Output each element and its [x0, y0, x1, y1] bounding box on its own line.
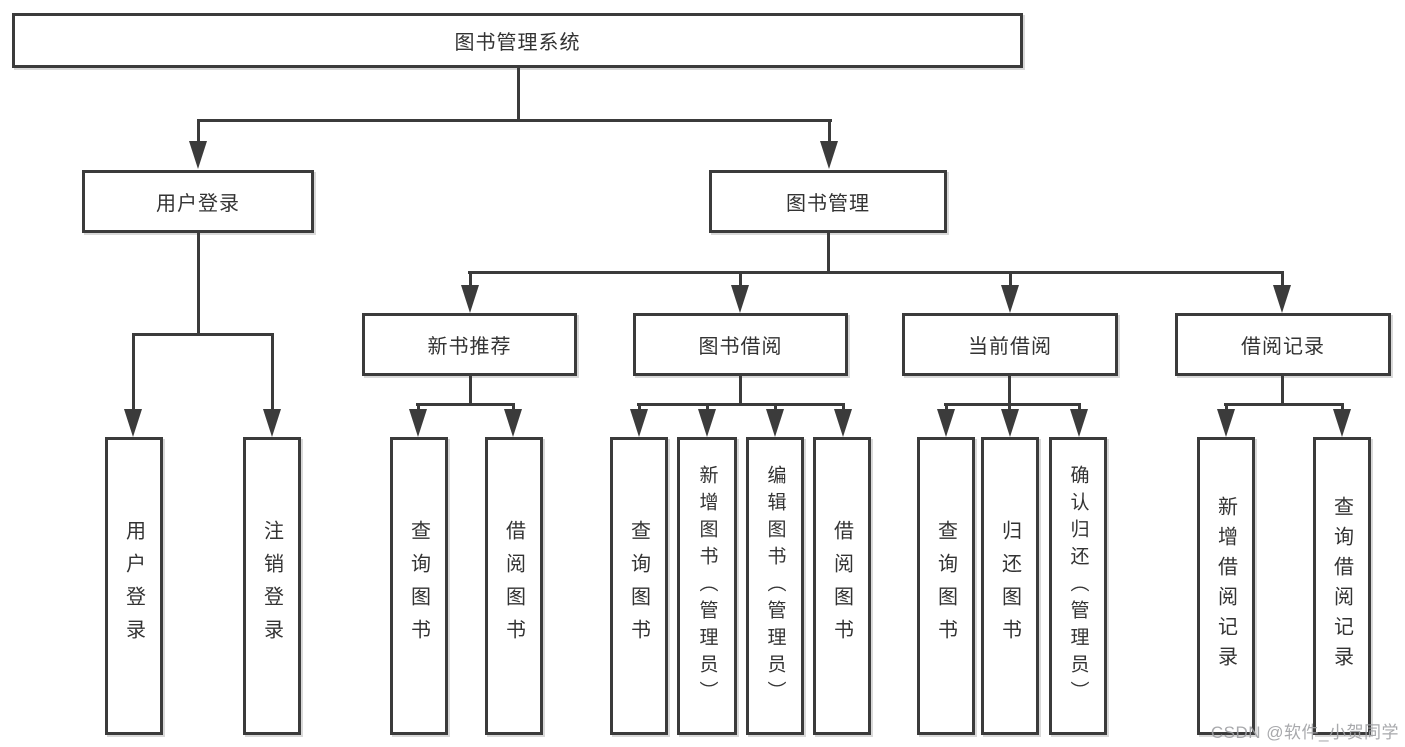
leaf-logout: 注销登录 [243, 437, 301, 735]
node-root: 图书管理系统 [12, 13, 1023, 68]
connector-to-book-borrowing [739, 271, 742, 288]
leaf-return-books: 归还图书 [981, 437, 1039, 735]
arrowhead-book-management [820, 141, 838, 169]
connector-to-new-book-recommend [469, 271, 472, 288]
arrowhead-leaf-confirm-return [1070, 409, 1088, 437]
watermark: CSDN @软件_小贺同学 [1210, 723, 1399, 742]
connector-to-leaf-edit-books [774, 403, 777, 412]
arrowhead-leaf-borrow-books-recommend [504, 409, 522, 437]
connector-to-leaf-borrow-books-recommend [512, 403, 515, 412]
connector-new-book-stem [469, 376, 472, 405]
connector-book-management-branch [468, 271, 1284, 274]
leaf-borrow-books: 借阅图书 [813, 437, 871, 735]
node-user-login-label: 用户登录 [156, 193, 240, 215]
connector-to-leaf-user-login [132, 333, 135, 412]
arrowhead-leaf-query-books-borrowing [630, 409, 648, 437]
connector-to-leaf-logout [271, 333, 274, 412]
leaf-query-books-current-label: 查询图书 [934, 520, 957, 652]
leaf-add-books-admin-label: 新增图书（管理员） [696, 464, 718, 708]
connector-to-leaf-query-books-recommend [417, 403, 420, 412]
arrowhead-leaf-return-books [1001, 409, 1019, 437]
node-book-borrowing-label: 图书借阅 [698, 336, 783, 358]
connector-to-leaf-query-books-borrowing [638, 403, 641, 412]
arrowhead-book-borrowing [731, 285, 749, 313]
leaf-borrow-books-recommend: 借阅图书 [485, 437, 543, 735]
node-current-borrowing-label: 当前借阅 [968, 336, 1052, 358]
node-root-label: 图书管理系统 [454, 32, 581, 54]
node-new-book-recommend-label: 新书推荐 [427, 336, 512, 358]
arrowhead-leaf-logout [263, 409, 281, 437]
leaf-query-books-recommend-label: 查询图书 [407, 520, 430, 652]
leaf-confirm-return-admin-label: 确认归还（管理员） [1067, 464, 1089, 708]
arrowhead-current-borrowing [1001, 285, 1019, 313]
leaf-query-books-current: 查询图书 [917, 437, 975, 735]
node-book-management-label: 图书管理 [786, 193, 870, 215]
connector-to-leaf-borrow-books [842, 403, 845, 412]
node-new-book-recommend: 新书推荐 [362, 313, 577, 376]
connector-book-borrowing-branch [637, 403, 845, 406]
arrowhead-leaf-query-books-recommend [409, 409, 427, 437]
connector-borrowing-records-stem [1281, 376, 1284, 405]
connector-to-leaf-add-books [706, 403, 709, 412]
arrowhead-leaf-add-borrow-record [1217, 409, 1235, 437]
connector-user-login-stem [197, 233, 200, 335]
leaf-add-books-admin: 新增图书（管理员） [677, 437, 737, 735]
connector-to-current-borrowing [1009, 271, 1012, 288]
node-book-management: 图书管理 [709, 170, 947, 233]
node-borrowing-records-label: 借阅记录 [1241, 336, 1325, 358]
arrowhead-leaf-borrow-books [834, 409, 852, 437]
connector-current-borrowing-stem [1008, 376, 1011, 405]
arrowhead-new-book-recommend [461, 285, 479, 313]
connector-to-leaf-return-books [1008, 403, 1011, 412]
leaf-query-borrow-record-label: 查询借阅记录 [1330, 496, 1353, 676]
connector-root-stem [517, 68, 520, 121]
connector-current-borrowing-branch [944, 403, 1081, 406]
connector-user-login-branch [132, 333, 274, 336]
leaf-query-borrow-record: 查询借阅记录 [1313, 437, 1371, 735]
leaf-edit-books-admin-label: 编辑图书（管理员） [764, 464, 786, 708]
node-borrowing-records: 借阅记录 [1175, 313, 1391, 376]
leaf-return-books-label: 归还图书 [998, 520, 1021, 652]
connector-to-borrowing-records [1281, 271, 1284, 288]
connector-to-leaf-query-borrow-record [1341, 403, 1344, 412]
leaf-query-books-recommend: 查询图书 [390, 437, 448, 735]
leaf-confirm-return-admin: 确认归还（管理员） [1049, 437, 1107, 735]
connector-borrowing-records-branch [1224, 403, 1344, 406]
leaf-add-borrow-record-label: 新增借阅记录 [1214, 496, 1237, 676]
leaf-borrow-books-label: 借阅图书 [830, 520, 853, 652]
leaf-user-login-label: 用户登录 [122, 520, 145, 652]
connector-to-user-login [197, 119, 200, 145]
node-user-login: 用户登录 [82, 170, 314, 233]
leaf-user-login: 用户登录 [105, 437, 163, 735]
connector-to-leaf-confirm-return [1078, 403, 1081, 412]
connector-book-borrowing-stem [739, 376, 742, 405]
arrowhead-leaf-query-borrow-record [1333, 409, 1351, 437]
leaf-logout-label: 注销登录 [260, 520, 283, 652]
arrowhead-leaf-query-books-current [937, 409, 955, 437]
node-current-borrowing: 当前借阅 [902, 313, 1118, 376]
leaf-add-borrow-record: 新增借阅记录 [1197, 437, 1255, 735]
node-book-borrowing: 图书借阅 [633, 313, 848, 376]
connector-book-management-stem [827, 233, 830, 273]
leaf-query-books-borrowing: 查询图书 [610, 437, 668, 735]
connector-root-branch [197, 119, 832, 122]
arrowhead-leaf-add-books [698, 409, 716, 437]
arrowhead-borrowing-records [1273, 285, 1291, 313]
arrowhead-leaf-edit-books [766, 409, 784, 437]
leaf-edit-books-admin: 编辑图书（管理员） [746, 437, 804, 735]
connector-new-book-branch [416, 403, 515, 406]
leaf-borrow-books-recommend-label: 借阅图书 [502, 520, 525, 652]
arrowhead-leaf-user-login [124, 409, 142, 437]
connector-to-leaf-query-books-current [945, 403, 948, 412]
leaf-query-books-borrowing-label: 查询图书 [627, 520, 650, 652]
connector-to-book-management [828, 119, 831, 145]
arrowhead-user-login [189, 141, 207, 169]
connector-to-leaf-add-borrow-record [1225, 403, 1228, 412]
